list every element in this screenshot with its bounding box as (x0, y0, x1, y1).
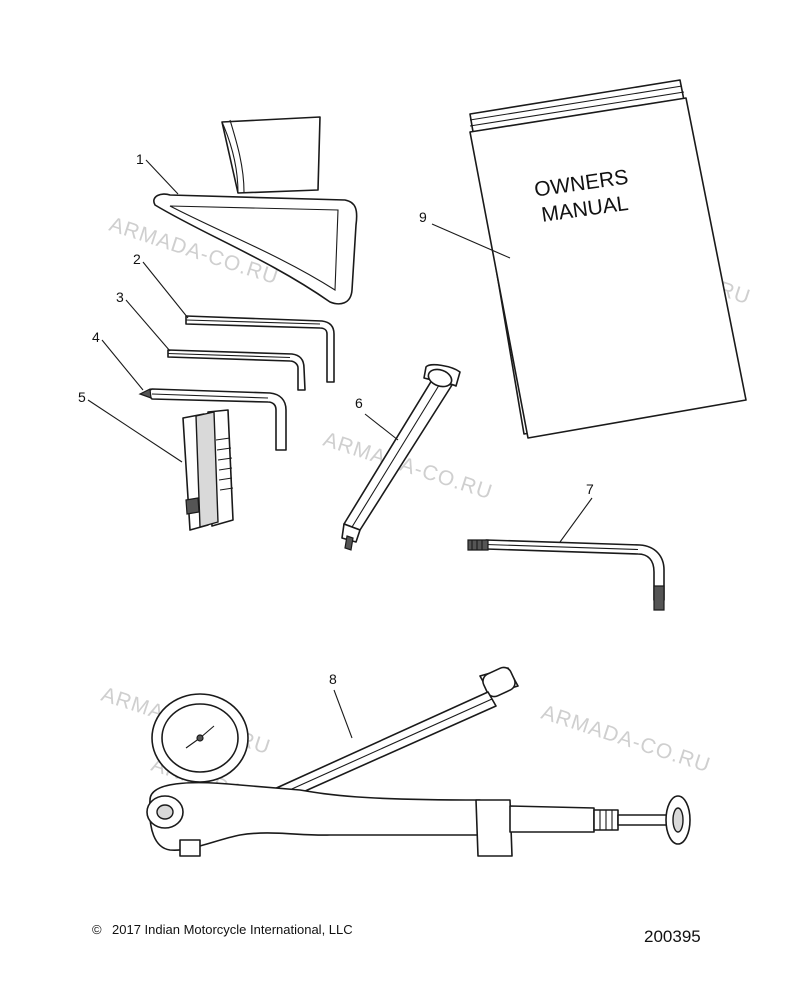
callout-1: 1 (136, 151, 144, 167)
part-5-fuse-puller (182, 409, 234, 531)
part-7-torx-key (467, 539, 665, 611)
leader-9 (431, 223, 511, 259)
callout-6: 6 (355, 395, 363, 411)
leader-8 (333, 689, 353, 739)
part-1-tool-pouch-strap (153, 116, 358, 305)
callout-9: 9 (419, 209, 427, 225)
leader-6 (364, 413, 399, 441)
callout-4: 4 (92, 329, 100, 345)
part-6-socket-wrench (341, 364, 461, 551)
leader-3 (125, 299, 171, 352)
part-4-screwdriver-key (138, 388, 287, 451)
callout-2: 2 (133, 251, 141, 267)
leader-5 (87, 399, 183, 463)
copyright-symbol: © (92, 922, 102, 937)
watermark-5: ARMADA-CO.RU (538, 701, 713, 777)
leader-1 (145, 159, 179, 195)
leader-7 (559, 497, 593, 543)
callout-8: 8 (329, 671, 337, 687)
diagram-number: 200395 (644, 927, 701, 946)
part-8-shock-pump (146, 666, 691, 857)
part-2-hex-key (185, 315, 335, 383)
callout-3: 3 (116, 289, 124, 305)
callout-5: 5 (78, 389, 86, 405)
leader-4 (101, 339, 144, 391)
part-9-owners-manual: OWNERS MANUAL (469, 79, 747, 439)
callout-7: 7 (586, 481, 594, 497)
leader-2 (142, 261, 189, 319)
copyright-text: 2017 Indian Motorcycle International, LL… (112, 922, 353, 937)
part-3-hex-key (167, 349, 306, 391)
